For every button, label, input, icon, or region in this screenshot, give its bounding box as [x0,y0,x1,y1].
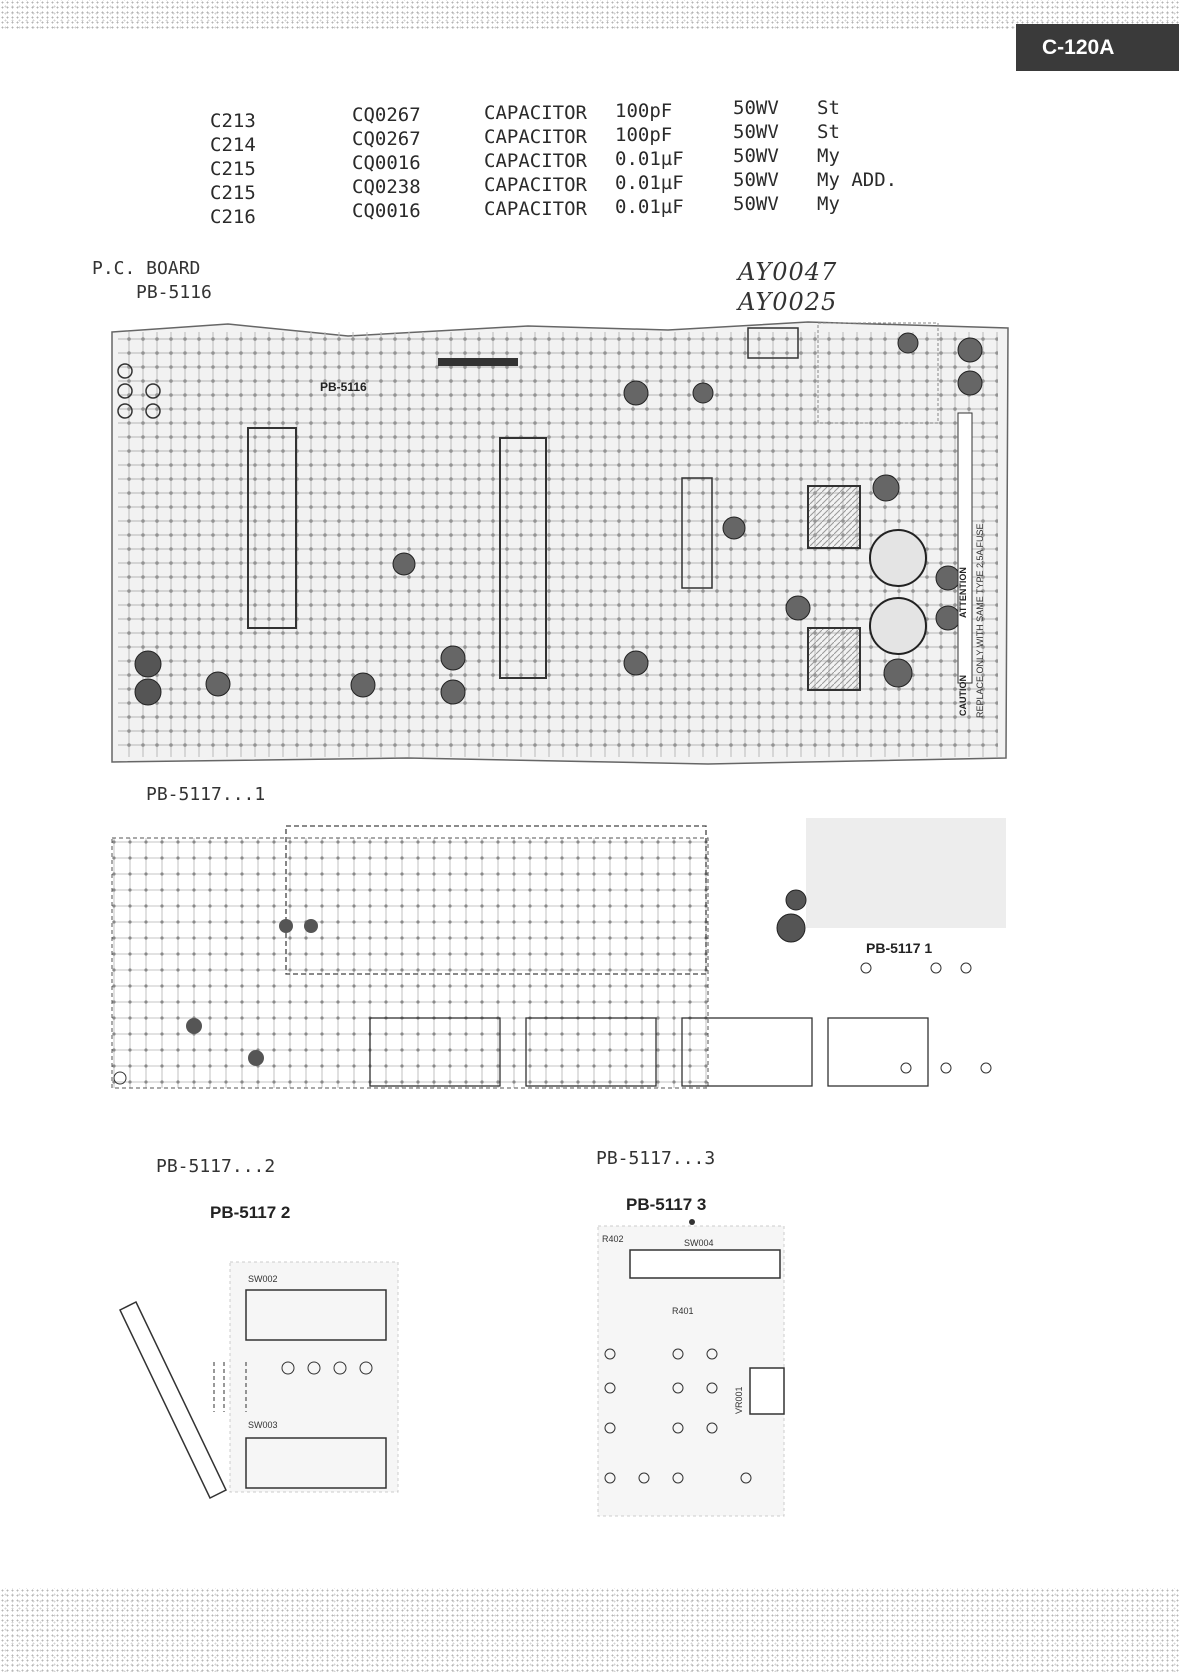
resistor-label: R402 [602,1234,624,1244]
part-type: St [817,121,840,143]
part-type: St [817,97,840,119]
model-tab: C-120A [1016,24,1179,71]
part-name: CAPACITOR [484,126,587,148]
part-value: 0.01µF [615,148,684,170]
part-code: CQ0238 [352,176,421,198]
pcb-pb5117-3: PB-5117 3 R402 SW004 R401 VR001 [586,1182,806,1522]
part-value: 0.01µF [615,172,684,194]
pcb-pb5117-1: PB-5117 1 [106,818,1006,1094]
pcb-1-silkscreen: PB-5117 1 [866,940,932,956]
part-ref: C213 [210,110,256,132]
handwritten-note: AY0047 [738,258,838,286]
part-code: CQ0267 [352,104,421,126]
part-type: My [817,145,840,167]
pcb-3-drawing: PB-5117 3 R402 SW004 R401 VR001 [597,1195,785,1517]
handwritten-note: AY0025 [738,288,838,316]
attention-label: ATTENTION [958,567,968,618]
part-name: CAPACITOR [484,102,587,124]
part-voltage: 50WV [733,145,779,167]
part-code: CQ0016 [352,152,421,174]
board-1-caption: PB-5117...1 [146,784,266,805]
part-name: CAPACITOR [484,150,587,172]
board-caption-model: PB-5116 [136,282,212,303]
pcb-pb5117-2: PB-5117 2 SW002 SW003 [110,1190,430,1510]
switch-label: SW002 [248,1274,278,1284]
pcb-silkscreen: PB-5116 [320,380,367,394]
part-code: CQ0267 [352,128,421,150]
fuse-note: REPLACE ONLY WITH SAME TYPE 2.5A FUSE [975,523,985,718]
part-voltage: 50WV [733,121,779,143]
resistor-label: R401 [672,1306,694,1316]
board-2-caption: PB-5117...2 [156,1156,276,1177]
switch-label: SW003 [248,1420,278,1430]
board-caption: P.C. BOARD [92,258,201,279]
pcb-2-silkscreen: PB-5117 2 [210,1203,290,1222]
part-voltage: 50WV [733,193,779,215]
part-name: CAPACITOR [484,174,587,196]
model-label: C-120A [1042,35,1115,59]
pcb-main-drawing: PB-5116 ATTENTION CAUTION REPLACE ONLY W… [111,321,1009,765]
board-3-caption: PB-5117...3 [596,1148,716,1169]
part-value: 100pF [615,100,673,122]
pcb-3-silkscreen: PB-5117 3 [626,1195,706,1214]
part-ref: C214 [210,134,256,156]
part-voltage: 50WV [733,97,779,119]
part-name: CAPACITOR [484,198,587,220]
part-value: 0.01µF [615,196,684,218]
scan-noise-top [0,0,1179,30]
caution-label: CAUTION [958,675,968,716]
part-ref: C215 [210,182,256,204]
part-code: CQ0016 [352,200,421,222]
vr-label: VR001 [734,1386,744,1414]
part-type: My ADD. [817,169,898,191]
part-type: My [817,193,840,215]
part-ref: C215 [210,158,256,180]
pcb-main-pb5116: PB-5116 ATTENTION CAUTION REPLACE ONLY W… [108,318,1013,768]
scan-noise-bottom [0,1588,1179,1672]
part-ref: C216 [210,206,256,228]
pcb-2-drawing: PB-5117 2 SW002 SW003 [119,1203,399,1500]
pcb-1-drawing: PB-5117 1 [111,818,1006,1089]
part-value: 100pF [615,124,673,146]
switch-label: SW004 [684,1238,714,1248]
part-voltage: 50WV [733,169,779,191]
